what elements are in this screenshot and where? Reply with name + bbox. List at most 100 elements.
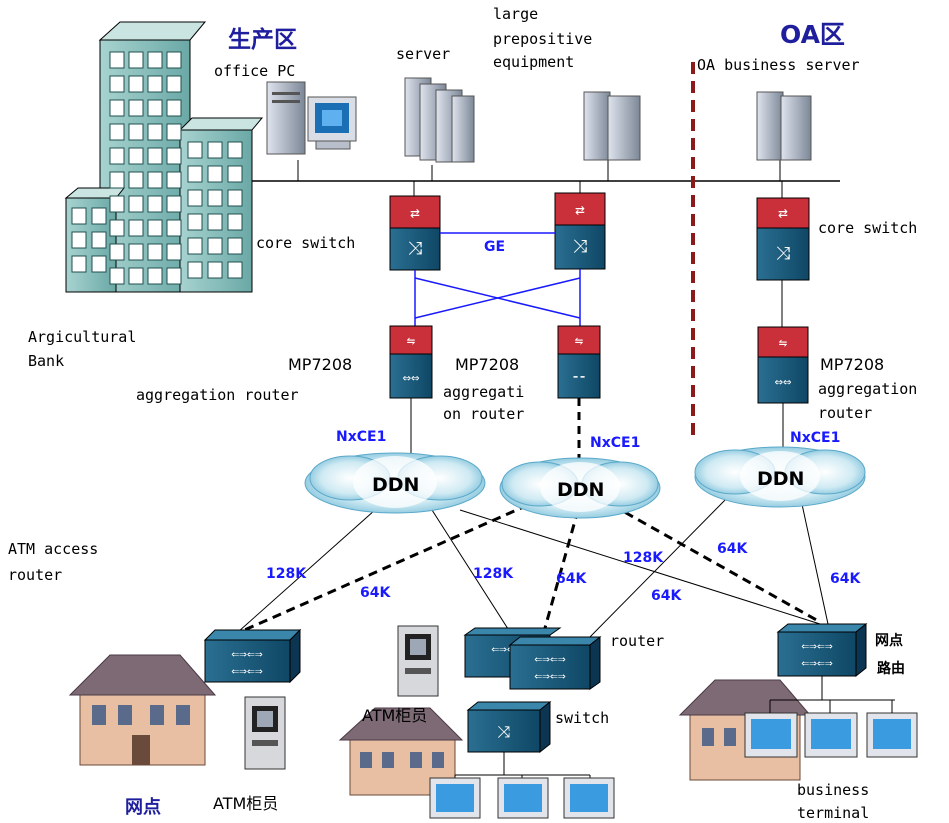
branch-label: 网点 bbox=[125, 796, 161, 818]
bank-window bbox=[166, 147, 182, 165]
svg-text:⇋: ⇋ bbox=[779, 335, 787, 351]
nxce1-left-label: NxCE1 bbox=[336, 429, 386, 445]
mp7208-mid-label: MP7208 bbox=[455, 355, 519, 374]
bank-window bbox=[128, 51, 144, 69]
nxce1-mid-label: NxCE1 bbox=[590, 435, 640, 451]
switch-label: switch bbox=[555, 709, 609, 727]
branch-router-label-2: 路由 bbox=[877, 660, 905, 677]
bank-window bbox=[147, 267, 163, 285]
bank-window bbox=[109, 219, 125, 237]
bank-window bbox=[227, 165, 243, 183]
bank-window bbox=[227, 213, 243, 231]
ge-label: GE bbox=[484, 239, 505, 255]
bank-window bbox=[187, 237, 203, 255]
server-label: server bbox=[396, 45, 450, 63]
atm-counter-left-label: ATM柜员 bbox=[213, 794, 278, 813]
bank-window bbox=[71, 255, 87, 273]
svg-text:⁃⁃: ⁃⁃ bbox=[572, 370, 586, 386]
bank-window bbox=[207, 213, 223, 231]
wan-links bbox=[237, 494, 829, 643]
bank-window bbox=[128, 219, 144, 237]
svg-text:⤨: ⤨ bbox=[498, 722, 511, 741]
agg-left-label: aggregation router bbox=[136, 386, 299, 404]
bank-window bbox=[166, 195, 182, 213]
bw-128k-c: 128K bbox=[623, 550, 664, 566]
bank-window bbox=[128, 171, 144, 189]
ddn-cloud-right bbox=[694, 446, 866, 508]
bw-128k-b: 128K bbox=[473, 566, 514, 582]
bank-window bbox=[91, 255, 107, 273]
office-pc-label: office PC bbox=[214, 62, 295, 80]
atm-machine-mid-icon bbox=[397, 625, 439, 697]
ddn-right-label: DDN bbox=[757, 468, 804, 490]
bank-window bbox=[128, 267, 144, 285]
bank-window bbox=[166, 219, 182, 237]
bank-window bbox=[147, 243, 163, 261]
atm-access-label-1: ATM access bbox=[8, 540, 98, 558]
bank-window bbox=[71, 231, 87, 249]
bw-64k-e: 64K bbox=[830, 571, 861, 587]
branch-switch-icon: ⤨ bbox=[466, 700, 552, 754]
branch-right-router-icon: ⇐⇒⇐⇒ ⇐⇒⇐⇒ bbox=[776, 622, 868, 678]
core-switch-mid-icon: ⇄ ⤨ bbox=[554, 192, 606, 270]
bank-window bbox=[227, 189, 243, 207]
atm-access-label-2: router bbox=[8, 566, 62, 584]
ddn-cloud-mid bbox=[499, 457, 661, 519]
bank-building-icon bbox=[64, 21, 264, 293]
svg-text:⇋: ⇋ bbox=[575, 333, 583, 349]
svg-text:⇄: ⇄ bbox=[575, 200, 585, 219]
bank-window bbox=[109, 51, 125, 69]
bank-window bbox=[109, 243, 125, 261]
svg-text:⇔⇔: ⇔⇔ bbox=[403, 370, 420, 386]
svg-text:⇔⇔: ⇔⇔ bbox=[775, 374, 792, 390]
svg-text:⇄: ⇄ bbox=[778, 203, 788, 222]
bank-window bbox=[91, 207, 107, 225]
bank-window bbox=[227, 141, 243, 159]
terminal-monitors bbox=[429, 712, 918, 819]
bank-label-1: Argicultural bbox=[28, 328, 136, 346]
bank-window bbox=[147, 195, 163, 213]
bank-window bbox=[207, 189, 223, 207]
svg-text:⇐⇒⇐⇒: ⇐⇒⇐⇒ bbox=[231, 664, 262, 679]
branch-house-mid-icon bbox=[338, 707, 464, 796]
bw-128k-a: 128K bbox=[266, 566, 307, 582]
bank-window bbox=[166, 267, 182, 285]
bank-window bbox=[71, 207, 87, 225]
bank-window bbox=[147, 123, 163, 141]
bank-window bbox=[207, 165, 223, 183]
bank-window bbox=[207, 237, 223, 255]
core-switch-left-label: core switch bbox=[256, 234, 355, 252]
bank-window bbox=[109, 99, 125, 117]
switch-terminal-links bbox=[454, 752, 591, 780]
svg-text:⤨: ⤨ bbox=[573, 236, 587, 257]
nxce1-right-label: NxCE1 bbox=[790, 430, 840, 446]
mp7208-left-label: MP7208 bbox=[288, 355, 352, 374]
bank-window bbox=[166, 171, 182, 189]
oa-server-label: OA business server bbox=[697, 56, 860, 74]
bank-window bbox=[166, 123, 182, 141]
agg-mid-label-1: aggregati bbox=[443, 383, 524, 401]
agg-right-label-1: aggregation bbox=[818, 380, 917, 398]
mp7208-mid-icon: ⇋ ⁃⁃ bbox=[557, 325, 601, 399]
core-switch-right-label: core switch bbox=[818, 219, 917, 237]
bank-window bbox=[166, 75, 182, 93]
business-terminal-label-1: business bbox=[797, 781, 869, 799]
bank-window bbox=[147, 75, 163, 93]
business-terminal-label-2: terminal bbox=[797, 804, 869, 822]
bank-window bbox=[109, 171, 125, 189]
bank-window bbox=[187, 213, 203, 231]
ddn-mid-label: DDN bbox=[557, 479, 604, 501]
bank-window bbox=[109, 195, 125, 213]
svg-text:⇐⇒⇐⇒: ⇐⇒⇐⇒ bbox=[231, 647, 262, 662]
bank-window bbox=[147, 51, 163, 69]
bw-64k-a: 64K bbox=[360, 585, 391, 601]
core-switch-right-icon: ⇄ ⤨ bbox=[756, 197, 810, 281]
bank-window bbox=[147, 99, 163, 117]
atm-access-router-icon: ⇐⇒⇐⇒ ⇐⇒⇐⇒ bbox=[203, 628, 302, 684]
bank-window bbox=[128, 123, 144, 141]
bank-window bbox=[187, 165, 203, 183]
branch-house-left-icon bbox=[68, 654, 217, 766]
large-equipment-label-2: prepositive bbox=[493, 30, 592, 48]
bank-window bbox=[166, 99, 182, 117]
mp7208-right-icon: ⇋ ⇔⇔ bbox=[757, 326, 809, 404]
